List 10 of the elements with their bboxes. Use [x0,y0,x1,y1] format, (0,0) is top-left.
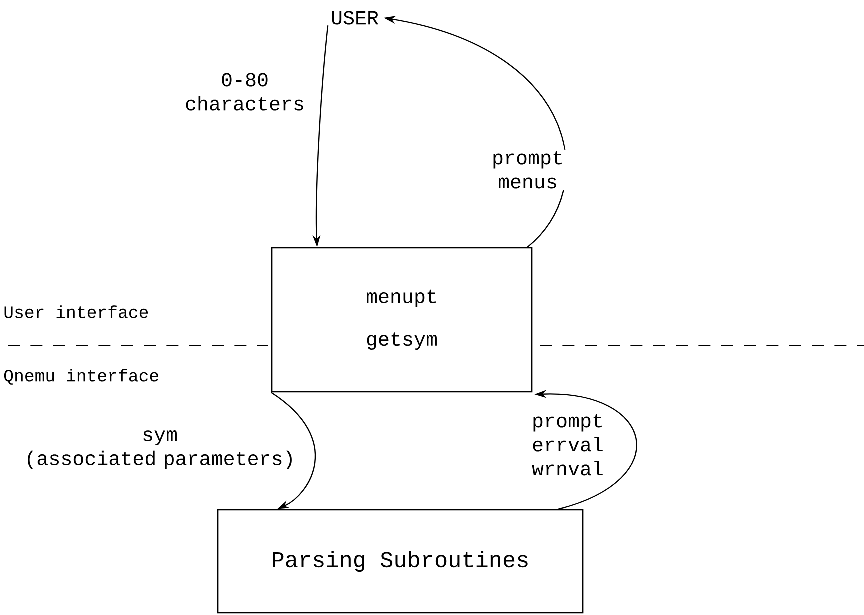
region-label: User interface [4,306,148,318]
edge-label: sym (associated parameters) [28,430,292,470]
process-box: menupt getsym [271,247,533,393]
process-box: Parsing Subroutines [217,509,584,614]
edge-label: 0-80 characters [186,73,304,111]
actor-label: USER [332,11,378,25]
edge-label: prompt menus [494,151,562,189]
arrow [270,392,316,510]
region-label: Qnemu interface [4,369,158,385]
edge-label: prompt errval wrnval [532,414,603,476]
